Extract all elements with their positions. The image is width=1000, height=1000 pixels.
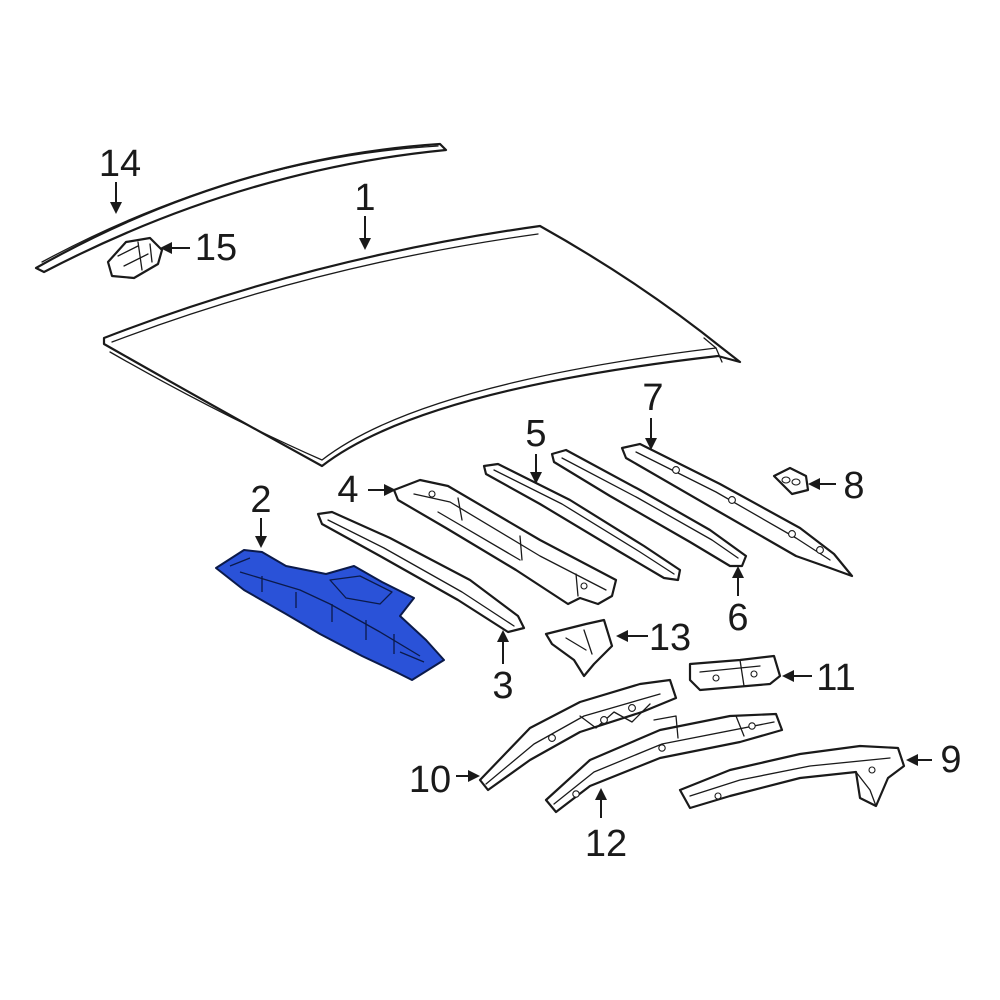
callout-labels: 1 2 3 4 5 6 7 8 9 10 11 12 13 14 15 [99,143,962,865]
callout-3[interactable]: 3 [492,665,513,707]
callout-15[interactable]: 15 [195,227,237,269]
callout-2[interactable]: 2 [250,479,271,521]
callout-14[interactable]: 14 [99,143,141,185]
callout-7[interactable]: 7 [642,377,663,419]
part-9-outer-side-rail[interactable] [678,744,906,810]
part-1-roof-panel[interactable] [102,224,742,468]
part-2-front-header-reinforcement[interactable] [215,549,445,681]
part-6-roof-bow[interactable] [550,448,748,568]
part-5-roof-bow[interactable] [482,462,682,582]
callout-10[interactable]: 10 [409,759,451,801]
callout-6[interactable]: 6 [727,597,748,639]
callout-4[interactable]: 4 [337,469,358,511]
part-3-roof-bow[interactable] [316,510,526,634]
callout-leaders [110,182,932,818]
part-8-bracket[interactable] [772,466,810,496]
callout-8[interactable]: 8 [843,465,864,507]
part-10-roof-side-rail[interactable] [478,678,678,792]
callout-12[interactable]: 12 [585,823,627,865]
part-11-reinforcement[interactable] [688,654,782,692]
callout-9[interactable]: 9 [940,739,961,781]
callout-5[interactable]: 5 [525,413,546,455]
part-13-gusset[interactable] [544,618,614,678]
part-7-rear-header[interactable] [620,442,854,578]
part-14-roof-molding[interactable] [34,142,448,274]
part-4-roof-bow[interactable] [392,478,618,606]
callout-13[interactable]: 13 [649,617,691,659]
part-15-molding-clip[interactable] [106,236,164,280]
callout-1[interactable]: 1 [354,177,375,219]
callout-11[interactable]: 11 [816,657,855,699]
part-12-inner-side-rail[interactable] [544,712,784,814]
